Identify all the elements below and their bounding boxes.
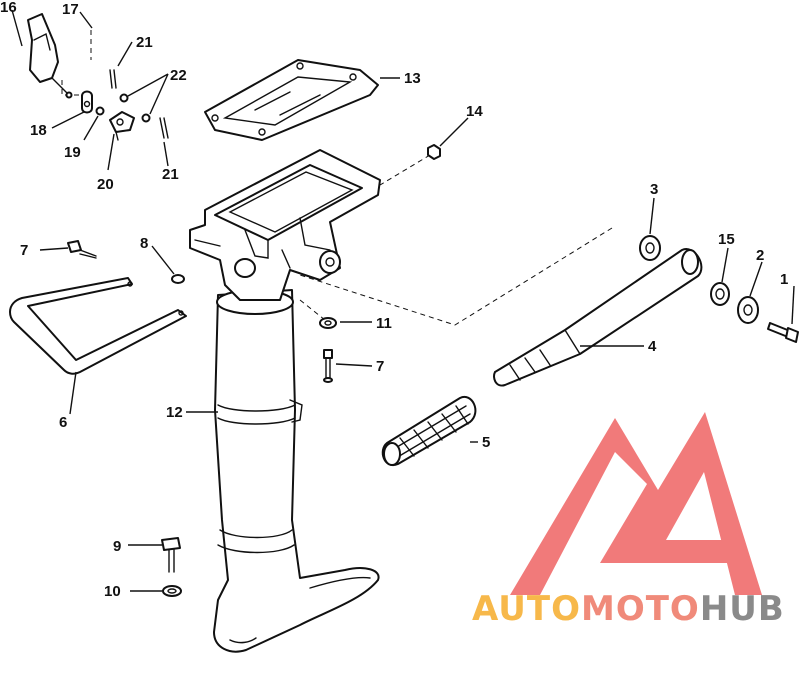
tiller-handle — [493, 248, 703, 387]
bushing-15 — [710, 282, 730, 306]
callout-19: 19 — [64, 144, 81, 161]
callout-13: 13 — [404, 70, 421, 87]
washer-8 — [171, 274, 185, 284]
upper-mount-housing — [189, 149, 381, 301]
bracket-6 — [9, 277, 187, 375]
driveshaft-housing — [213, 289, 380, 653]
callout-21-lower: 21 — [162, 166, 179, 183]
callout-7-lower: 7 — [376, 358, 384, 375]
callout-4: 4 — [648, 338, 657, 355]
throttle-lever — [27, 13, 73, 99]
callout-labels: 1 2 3 4 5 6 7 7 8 9 10 11 12 13 14 15 16… — [0, 0, 788, 600]
callout-22: 22 — [170, 67, 187, 84]
watermark-hub: HUB — [700, 589, 785, 629]
callout-15: 15 — [718, 231, 735, 248]
washer-10 — [162, 585, 182, 597]
callout-21-upper: 21 — [136, 34, 153, 51]
watermark-auto: AUTO — [472, 589, 581, 629]
callout-16: 16 — [0, 0, 17, 16]
screw-7-upper — [67, 240, 97, 259]
watermark-moto: MOTO — [581, 589, 700, 629]
nut-14 — [427, 144, 441, 160]
washer-2 — [737, 296, 759, 324]
linkage-hardware — [81, 90, 135, 141]
svg-text:AUTOMOTOHUB: AUTOMOTOHUB — [472, 589, 785, 629]
watermark-triangle — [510, 412, 762, 595]
callout-1: 1 — [780, 271, 788, 288]
callout-20: 20 — [97, 176, 114, 193]
callout-17: 17 — [62, 1, 79, 18]
callout-5: 5 — [482, 434, 490, 451]
callout-7-upper: 7 — [20, 242, 28, 259]
callout-10: 10 — [104, 583, 121, 600]
callout-3: 3 — [650, 181, 658, 198]
callout-18: 18 — [30, 122, 47, 139]
gasket — [204, 59, 379, 141]
washer-3 — [639, 235, 661, 261]
callout-8: 8 — [140, 235, 148, 252]
callout-9: 9 — [113, 538, 121, 555]
callout-2: 2 — [756, 247, 764, 264]
pins-and-clips — [109, 69, 169, 139]
screw-7-lower — [323, 349, 333, 383]
watermark-logo: AUTOMOTOHUB — [472, 412, 785, 629]
callout-6: 6 — [59, 414, 67, 431]
callout-14: 14 — [466, 103, 483, 120]
handle-grip — [381, 395, 477, 467]
screw-9 — [161, 537, 181, 573]
callout-12: 12 — [166, 404, 183, 421]
leader-lines — [11, 9, 795, 592]
callout-11: 11 — [376, 315, 392, 332]
bolt-1 — [767, 322, 799, 343]
washer-11 — [319, 317, 337, 329]
